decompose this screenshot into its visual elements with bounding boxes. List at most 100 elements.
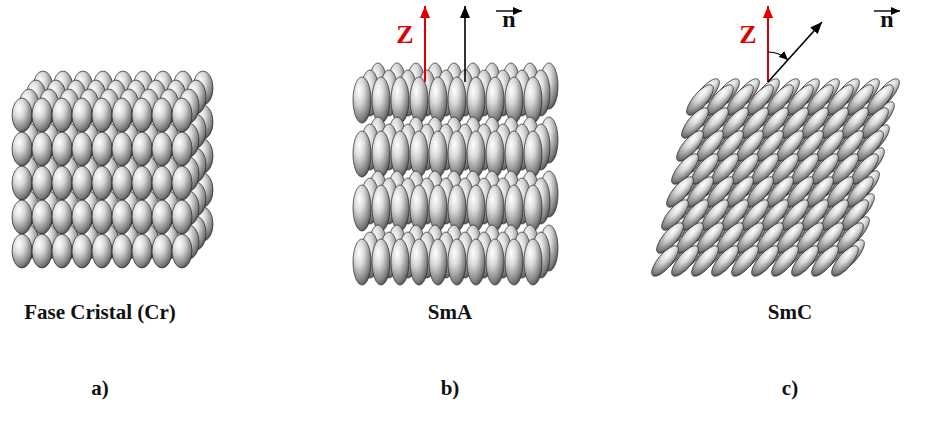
molecule-ellipsoid bbox=[353, 131, 371, 177]
molecule-ellipsoid bbox=[486, 131, 504, 177]
molecule-ellipsoid bbox=[112, 234, 132, 268]
z-axis-arrow bbox=[424, 6, 426, 82]
molecule-ellipsoid bbox=[410, 77, 428, 123]
molecule-ellipsoid bbox=[172, 166, 192, 200]
molecule-ellipsoid bbox=[12, 234, 32, 268]
molecule-ellipsoid bbox=[524, 131, 542, 177]
molecule-ellipsoid bbox=[32, 200, 52, 234]
molecule-ellipsoid bbox=[52, 132, 72, 166]
molecule-ellipsoid bbox=[172, 132, 192, 166]
molecule-ellipsoid bbox=[152, 98, 172, 132]
molecule-ellipsoid bbox=[112, 200, 132, 234]
molecule-ellipsoid bbox=[132, 132, 152, 166]
molecule-ellipsoid bbox=[410, 185, 428, 231]
molecule-ellipsoid bbox=[410, 239, 428, 285]
molecule-ellipsoid bbox=[172, 98, 192, 132]
tilt-angle-arc bbox=[768, 52, 788, 60]
molecule-ellipsoid bbox=[112, 132, 132, 166]
molecule-ellipsoid bbox=[132, 200, 152, 234]
molecule-ellipsoid bbox=[92, 200, 112, 234]
molecule-ellipsoid bbox=[505, 131, 523, 177]
smectic-c-packing bbox=[647, 75, 903, 280]
molecule-ellipsoid bbox=[486, 239, 504, 285]
molecule-ellipsoid bbox=[72, 234, 92, 268]
molecule-ellipsoid bbox=[467, 185, 485, 231]
molecule-ellipsoid bbox=[92, 234, 112, 268]
panel-letter: b) bbox=[441, 376, 460, 400]
director-arrow bbox=[464, 6, 466, 82]
panel-letter: a) bbox=[91, 376, 109, 400]
panel-letter: c) bbox=[782, 376, 798, 400]
molecule-ellipsoid bbox=[32, 234, 52, 268]
molecule-ellipsoid bbox=[12, 200, 32, 234]
molecule-ellipsoid bbox=[372, 239, 390, 285]
molecule-ellipsoid bbox=[92, 132, 112, 166]
molecule-ellipsoid bbox=[72, 200, 92, 234]
axis-label: Z bbox=[396, 20, 413, 50]
phase-name: Fase Cristal (Cr) bbox=[24, 300, 176, 324]
molecule-ellipsoid bbox=[152, 200, 172, 234]
molecule-ellipsoid bbox=[372, 185, 390, 231]
director-label: n bbox=[880, 6, 893, 34]
molecule-ellipsoid bbox=[486, 77, 504, 123]
molecule-ellipsoid bbox=[524, 77, 542, 123]
molecule-ellipsoid bbox=[52, 200, 72, 234]
molecule-ellipsoid bbox=[32, 98, 52, 132]
molecule-ellipsoid bbox=[391, 77, 409, 123]
molecule-ellipsoid bbox=[152, 132, 172, 166]
molecule-ellipsoid bbox=[448, 239, 466, 285]
molecule-ellipsoid bbox=[92, 166, 112, 200]
molecule-ellipsoid bbox=[132, 98, 152, 132]
director-arrow bbox=[768, 22, 822, 82]
axis-label: Z bbox=[739, 20, 756, 50]
molecule-ellipsoid bbox=[12, 98, 32, 132]
molecule-ellipsoid bbox=[372, 77, 390, 123]
molecule-ellipsoid bbox=[152, 166, 172, 200]
molecule-ellipsoid bbox=[353, 77, 371, 123]
molecule-ellipsoid bbox=[505, 239, 523, 285]
molecule-ellipsoid bbox=[32, 166, 52, 200]
molecule-ellipsoid bbox=[132, 234, 152, 268]
molecule-ellipsoid bbox=[448, 131, 466, 177]
molecule-ellipsoid bbox=[429, 131, 447, 177]
molecule-ellipsoid bbox=[112, 166, 132, 200]
molecule-ellipsoid bbox=[429, 185, 447, 231]
molecule-ellipsoid bbox=[372, 131, 390, 177]
molecule-ellipsoid bbox=[391, 131, 409, 177]
molecule-ellipsoid bbox=[12, 132, 32, 166]
z-axis-arrow bbox=[767, 6, 769, 82]
molecule-ellipsoid bbox=[467, 77, 485, 123]
molecule-ellipsoid bbox=[52, 98, 72, 132]
molecule-ellipsoid bbox=[827, 242, 862, 280]
director-label: n bbox=[502, 6, 515, 34]
molecule-ellipsoid bbox=[467, 131, 485, 177]
phase-name: SmA bbox=[428, 300, 472, 324]
molecule-ellipsoid bbox=[410, 131, 428, 177]
molecule-ellipsoid bbox=[505, 77, 523, 123]
phase-name: SmC bbox=[768, 300, 812, 324]
molecule-ellipsoid bbox=[448, 77, 466, 123]
molecule-ellipsoid bbox=[467, 239, 485, 285]
molecule-ellipsoid bbox=[524, 185, 542, 231]
molecule-ellipsoid bbox=[132, 166, 152, 200]
molecule-ellipsoid bbox=[505, 185, 523, 231]
molecule-ellipsoid bbox=[12, 166, 32, 200]
molecule-ellipsoid bbox=[52, 166, 72, 200]
molecule-ellipsoid bbox=[486, 185, 504, 231]
molecule-ellipsoid bbox=[391, 239, 409, 285]
molecule-ellipsoid bbox=[172, 234, 192, 268]
molecule-ellipsoid bbox=[92, 98, 112, 132]
molecule-ellipsoid bbox=[152, 234, 172, 268]
molecule-ellipsoid bbox=[429, 77, 447, 123]
molecule-ellipsoid bbox=[72, 132, 92, 166]
molecule-ellipsoid bbox=[353, 185, 371, 231]
molecule-ellipsoid bbox=[112, 98, 132, 132]
molecule-ellipsoid bbox=[72, 166, 92, 200]
smectic-a-packing bbox=[353, 63, 558, 285]
axis-arrows bbox=[425, 6, 900, 82]
molecule-ellipsoid bbox=[391, 185, 409, 231]
molecule-ellipsoid bbox=[32, 132, 52, 166]
molecule-ellipsoid bbox=[52, 234, 72, 268]
